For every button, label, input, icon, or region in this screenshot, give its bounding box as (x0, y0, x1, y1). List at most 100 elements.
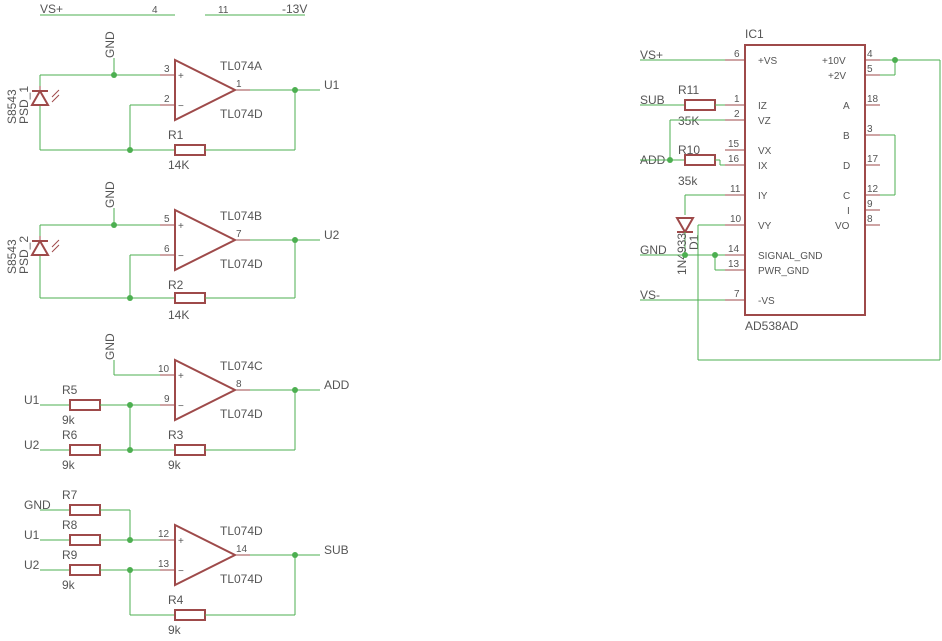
ic-pin-num: 13 (728, 259, 740, 270)
ic-wiring: VS+ SUB R11 35K ADD R10 35k 1N4933 D1 (640, 48, 941, 361)
rail-pin-4-label: 4 (152, 5, 158, 16)
pin-num: 8 (236, 379, 242, 390)
opamp-symbol-d (174, 523, 238, 587)
resistor-r2 (174, 292, 206, 304)
ic-pin-label: -VS (758, 296, 775, 307)
pin-num: 7 (236, 229, 242, 240)
ic-pin-label: +10V (822, 56, 846, 67)
net-label-u2: U2 (324, 228, 340, 242)
ic-pin-num: 17 (867, 154, 879, 165)
ic-pin-label: A (843, 101, 850, 112)
ic-pin-label: VY (758, 221, 772, 232)
resistor-value: 35K (678, 114, 699, 128)
ic-pin-num: 18 (867, 94, 879, 105)
ic-pin-label: VZ (758, 116, 771, 127)
photodiode-psd-2 (30, 236, 60, 256)
resistor-value: 14K (168, 158, 189, 172)
opamp-name-label: TL074B (220, 209, 262, 223)
opamp-name-label: TL074A (220, 59, 262, 73)
resistor-r8 (69, 534, 101, 546)
pin-num: 5 (164, 214, 170, 225)
net-label-u1: U1 (24, 393, 40, 407)
svg-text:+: + (178, 71, 184, 82)
opamp-stage-d: + − 12 13 14 TL074D TL074D GND R7 U1 R8 … (24, 488, 349, 637)
resistor-r6 (69, 444, 101, 456)
resistor-name: R2 (168, 278, 184, 292)
ic-pin-num: 1 (734, 94, 740, 105)
resistor-name: R10 (678, 143, 700, 157)
ic-pin-num: 7 (734, 289, 740, 300)
gnd-label: GND (103, 181, 117, 208)
diode-ref-label: D1 (687, 234, 701, 250)
ic-pin-label: IX (758, 161, 768, 172)
net-label-vs-minus: VS- (640, 288, 660, 302)
ic-pin-num: 6 (734, 49, 740, 60)
resistor-name: R7 (62, 488, 78, 502)
ic-pin-label: C (843, 191, 850, 202)
diode-part-label: 1N4933 (675, 233, 689, 275)
opamp-sub-label: TL074D (220, 257, 263, 271)
svg-text:+: + (178, 536, 184, 547)
pin-num: 14 (236, 544, 248, 555)
ic-part-label: AD538AD (745, 319, 799, 333)
opamp-sub-label: TL074D (220, 572, 263, 586)
ic-pin-num: 11 (730, 184, 741, 195)
pin-num: 2 (164, 94, 170, 105)
resistor-value: 9k (168, 623, 182, 637)
resistor-name: R8 (62, 518, 78, 532)
net-label-gnd: GND (24, 498, 51, 512)
resistor-name: R3 (168, 428, 184, 442)
ic-pin-label: +VS (758, 56, 778, 67)
net-label-u1: U1 (324, 78, 340, 92)
ic-pin-num: 3 (867, 124, 873, 135)
resistor-value: 9k (62, 413, 76, 427)
ic-pin-num: 2 (734, 109, 740, 120)
net-label-sub: SUB (640, 93, 665, 107)
svg-text:−: − (178, 566, 184, 577)
rail-pin-11-label: 11 (218, 5, 229, 16)
net-label-sub: SUB (324, 543, 349, 557)
ic-pin-label: B (843, 131, 850, 142)
svg-text:−: − (178, 251, 184, 262)
ic-pin-num: 15 (728, 139, 740, 150)
resistor-value: 35k (678, 174, 698, 188)
ic-pin-label: D (843, 161, 850, 172)
resistor-value: 9k (62, 458, 76, 472)
opamp-stage-b: GND S8543 PSD_2 + − 5 6 7 TL074B TL074D (5, 181, 340, 322)
diode-d1 (675, 217, 695, 235)
ic-pin-label: VO (835, 221, 850, 232)
sensor-part-label: S8543 (5, 239, 19, 274)
svg-text:+: + (178, 371, 184, 382)
pin-num: 1 (236, 79, 242, 90)
ic-ref-label: IC1 (745, 27, 764, 41)
resistor-name: R4 (168, 593, 184, 607)
ic-pin-num: 9 (867, 199, 873, 210)
opamp-stage-c: GND + − 10 9 8 TL074C TL074D U1 R5 9k U2… (24, 333, 350, 472)
svg-text:+: + (178, 221, 184, 232)
ic-body (744, 44, 866, 316)
vs-plus-rail-label: VS+ (40, 2, 63, 16)
pin-num: 13 (158, 559, 170, 570)
opamp-sub-label: TL074D (220, 107, 263, 121)
gnd-label: GND (103, 31, 117, 58)
ic-ad538ad: IC1 AD538AD +VS IZ VZ VX IX IY VY SIGNAL… (725, 27, 880, 333)
resistor-r1 (174, 144, 206, 156)
opamp-name-label: TL074C (220, 359, 263, 373)
ic-pin-label: IZ (758, 101, 767, 112)
ic-pin-num: 12 (867, 184, 879, 195)
resistor-r4 (174, 609, 206, 621)
gnd-label: GND (103, 333, 117, 360)
opamp-symbol-b (174, 208, 238, 272)
ic-pin-label: PWR_GND (758, 266, 809, 277)
pin-num: 9 (164, 394, 170, 405)
photodiode-psd-1 (30, 86, 60, 106)
opamp-symbol-a (174, 58, 238, 122)
opamp-sub-label: TL074D (220, 407, 263, 421)
resistor-value: 9k (168, 458, 182, 472)
ic-pin-num: 10 (730, 214, 742, 225)
net-label-u2: U2 (24, 438, 40, 452)
opamp-stage-a: GND S8543 PSD_1 + − 3 2 1 TL074A TL074D (5, 31, 340, 172)
resistor-r5 (69, 399, 101, 411)
resistor-value: 14K (168, 308, 189, 322)
